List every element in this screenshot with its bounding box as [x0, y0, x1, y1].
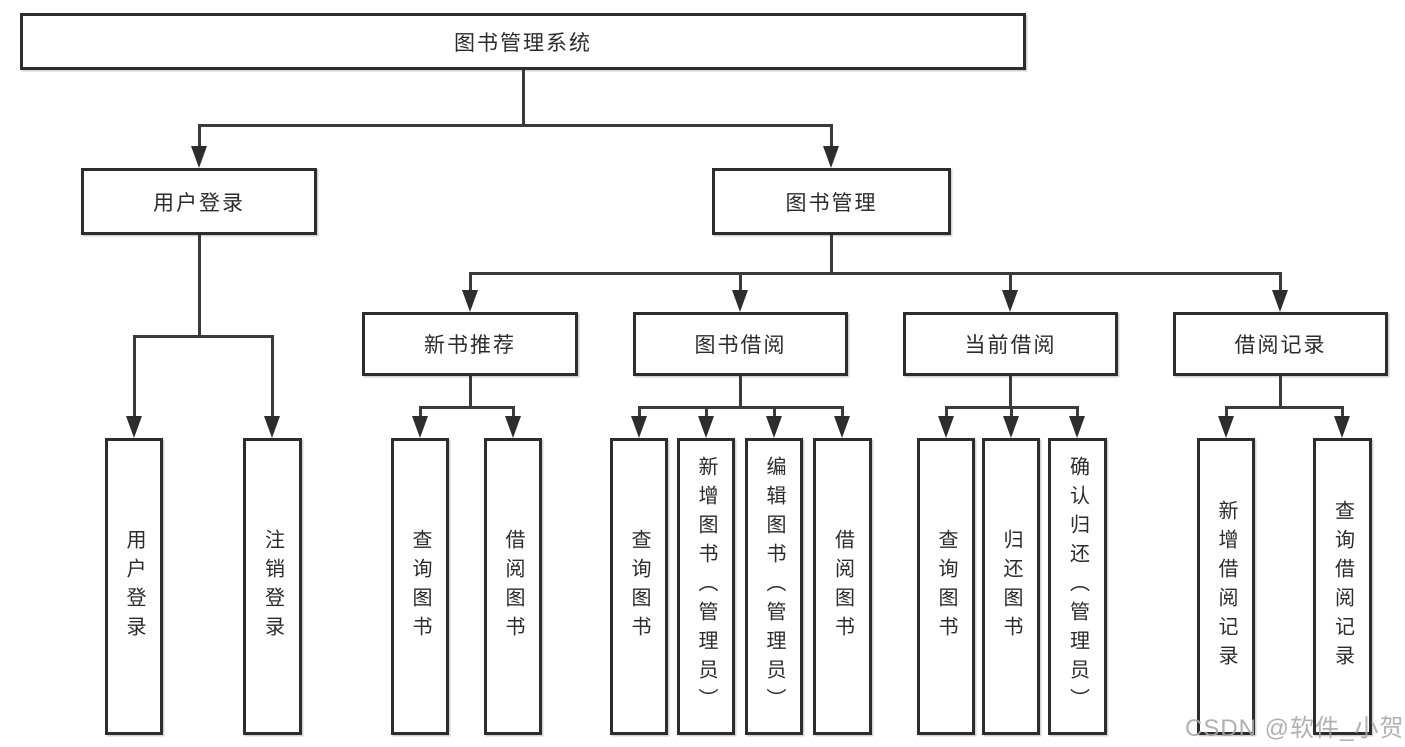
connector-vline: [829, 125, 833, 146]
leaf-label: 借阅图书: [831, 528, 854, 645]
connector-vline: [468, 376, 472, 407]
node-label: 新书推荐: [424, 334, 516, 357]
leaf-label: 查询图书: [409, 528, 431, 645]
leaf-node-borrow-books: 借阅图书: [813, 438, 872, 735]
leaf-label: 新增借阅记录: [1215, 499, 1237, 674]
connector-vline: [738, 273, 742, 290]
leaf-node-user-login: 用户登录: [105, 438, 163, 735]
connector-vline: [1008, 376, 1012, 407]
node-label: 借阅记录: [1234, 334, 1327, 357]
connector-vline: [772, 407, 776, 416]
arrowhead-down: [1272, 290, 1288, 312]
node-borrowing-records: 借阅记录: [1173, 312, 1388, 376]
arrowhead-down: [1069, 416, 1085, 438]
connector-vline: [829, 235, 833, 273]
node-label: 图书管理: [785, 191, 878, 215]
node-book-borrowing: 图书借阅: [633, 312, 848, 376]
arrowhead-down: [126, 416, 142, 438]
leaf-node-add-borrow-record: 新增借阅记录: [1197, 438, 1255, 735]
arrowhead-down: [1002, 290, 1018, 312]
arrowhead-down: [823, 146, 839, 168]
arrowhead-down: [1334, 416, 1350, 438]
leaf-node-add-books-admin: 新增图书（管理员）: [677, 438, 735, 735]
node-label: 用户登录: [153, 191, 245, 215]
connector-hline: [1224, 405, 1344, 409]
connector-vline: [197, 125, 201, 146]
leaf-label: 归还图书: [1000, 528, 1022, 645]
connector-vline: [840, 407, 844, 416]
leaf-node-edit-books-admin: 编辑图书（管理员）: [745, 438, 803, 735]
arrowhead-down: [1218, 416, 1234, 438]
connector-hline: [132, 334, 274, 338]
arrowhead-down: [631, 416, 647, 438]
leaf-node-borrow-books-recommend: 借阅图书: [484, 438, 542, 735]
connector-vline: [270, 336, 274, 416]
leaf-node-query-borrow-record: 查询借阅记录: [1313, 438, 1372, 735]
arrowhead-down: [412, 416, 428, 438]
leaf-label: 查询图书: [935, 528, 957, 645]
leaf-label: 编辑图书（管理员）: [763, 456, 785, 717]
csdn-watermark: CSDN @软件_小贺同学: [1185, 715, 1405, 742]
connector-vline: [521, 70, 525, 125]
arrowhead-down: [264, 416, 280, 438]
connector-vline: [468, 273, 472, 290]
arrowhead-down: [698, 416, 714, 438]
leaf-node-query-books-recommend: 查询图书: [391, 438, 449, 735]
arrowhead-down: [938, 416, 954, 438]
leaf-node-confirm-return-admin: 确认归还（管理员）: [1048, 438, 1107, 735]
connector-hline: [418, 405, 515, 409]
arrowhead-down: [1003, 416, 1019, 438]
connector-vline: [1278, 376, 1282, 407]
arrowhead-down: [505, 416, 521, 438]
leaf-label: 确认归还（管理员）: [1066, 456, 1089, 717]
node-label: 当前借阅: [964, 334, 1057, 357]
node-current-borrowing: 当前借阅: [903, 312, 1118, 376]
connector-vline: [944, 407, 948, 416]
leaf-label: 新增图书（管理员）: [695, 456, 717, 717]
arrowhead-down: [766, 416, 782, 438]
connector-hline: [637, 405, 844, 409]
node-label: 图书管理系统: [454, 31, 592, 55]
leaf-label: 注销登录: [261, 528, 284, 645]
leaf-label: 查询借阅记录: [1331, 499, 1354, 674]
connector-vline: [1075, 407, 1079, 416]
connector-hline: [468, 271, 1282, 275]
arrowhead-down: [732, 290, 748, 312]
node-book-management: 图书管理: [712, 168, 951, 235]
node-user-login: 用户登录: [81, 168, 317, 235]
node-new-book-recommend: 新书推荐: [362, 312, 578, 376]
leaf-node-query-books-current: 查询图书: [917, 438, 975, 735]
arrowhead-down: [191, 146, 207, 168]
connector-vline: [511, 407, 515, 416]
node-library-system-root: 图书管理系统: [20, 13, 1026, 70]
leaf-node-logout: 注销登录: [243, 438, 302, 735]
leaf-label: 用户登录: [123, 528, 145, 645]
leaf-label: 查询图书: [628, 528, 650, 645]
connector-vline: [1009, 407, 1013, 416]
connector-hline: [197, 123, 833, 127]
connector-vline: [1340, 407, 1344, 416]
leaf-label: 借阅图书: [502, 528, 524, 645]
connector-vline: [704, 407, 708, 416]
arrowhead-down: [462, 290, 478, 312]
connector-vline: [1008, 273, 1012, 290]
connector-vline: [637, 407, 641, 416]
node-label: 图书借阅: [694, 334, 787, 357]
connector-vline: [132, 336, 136, 416]
connector-vline: [418, 407, 422, 416]
connector-vline: [1224, 407, 1228, 416]
connector-vline: [197, 235, 201, 336]
leaf-node-query-books-borrowing: 查询图书: [610, 438, 668, 735]
connector-vline: [1278, 273, 1282, 290]
leaf-node-return-books: 归还图书: [982, 438, 1040, 735]
arrowhead-down: [834, 416, 850, 438]
connector-vline: [738, 376, 742, 407]
